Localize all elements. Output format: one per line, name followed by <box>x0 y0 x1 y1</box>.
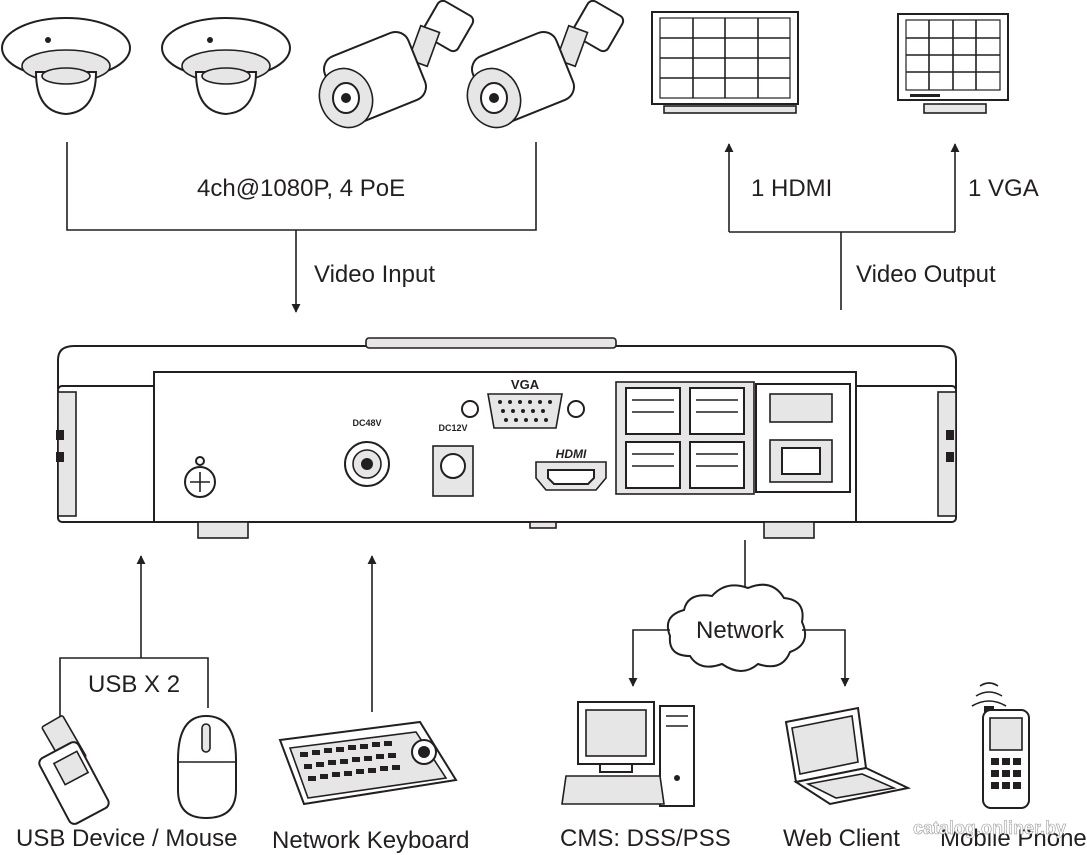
vga-monitor-icon <box>897 13 1009 114</box>
web-client-link-line <box>802 629 850 687</box>
cms-link-line <box>628 629 670 687</box>
hdmi-output-label: 1 HDMI <box>751 175 832 202</box>
usb-stick-icon <box>38 715 110 825</box>
mouse-icon <box>177 714 237 820</box>
hdmi-monitor-icon <box>651 11 799 114</box>
nvr-recorder-icon <box>56 337 957 539</box>
cms-label: CMS: DSS/PSS <box>560 825 731 852</box>
nvr-hdmi-port-label: HDMI <box>556 447 587 461</box>
nvr-vga-port-label: VGA <box>511 377 540 392</box>
watermark: catalog.onliner.by <box>913 818 1066 838</box>
usb-device-mouse-label: USB Device / Mouse <box>16 825 237 852</box>
mobile-phone-label: Mobile Phone <box>940 825 1087 852</box>
dome-camera-1-icon <box>1 17 131 116</box>
mobile-phone-icon <box>971 682 1030 809</box>
video-output-line <box>729 231 955 310</box>
usb-label: USB X 2 <box>88 671 180 698</box>
camera-bus-line <box>66 142 537 231</box>
video-output-label: Video Output <box>856 261 996 288</box>
network-cloud-icon <box>666 583 806 672</box>
vga-output-label: 1 VGA <box>968 175 1039 202</box>
nvr-dc12-port-label: DC12V <box>438 423 467 433</box>
web-client-label: Web Client <box>783 825 900 852</box>
web-client-laptop-icon <box>784 706 912 806</box>
dome-camera-2-icon <box>161 17 291 116</box>
bullet-camera-2-icon <box>466 0 625 129</box>
network-keyboard-icon <box>278 720 458 806</box>
camera-link-label: 4ch@1080P, 4 PoE <box>197 175 405 202</box>
cms-computer-icon <box>561 701 695 807</box>
network-keyboard-label: Network Keyboard <box>272 827 469 854</box>
network-label: Network <box>696 617 785 644</box>
nvr-dc48-port-label: DC48V <box>352 418 381 428</box>
video-input-label: Video Input <box>314 261 435 288</box>
usb-split-line <box>59 657 209 720</box>
bullet-camera-1-icon <box>318 0 475 129</box>
